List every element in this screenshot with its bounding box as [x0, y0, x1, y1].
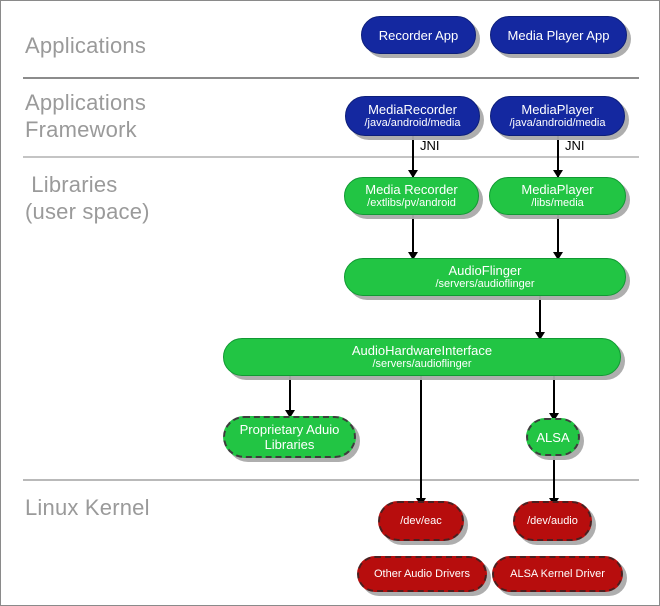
tier-label-applications: Applications	[25, 33, 147, 58]
node-proprietary-audio-libraries-title: Proprietary Aduio	[239, 422, 340, 437]
arrowhead-audioflinger-audiohardwareinterface	[535, 332, 545, 340]
divider-linux-kernel	[23, 479, 639, 481]
connector-audiohw-proprietary	[289, 376, 291, 414]
tier-label-applications-framework: Applications Framework	[25, 90, 147, 142]
node-media-player-app-title: Media Player App	[507, 27, 610, 43]
tier-label-libraries: Libraries (user space)	[25, 172, 150, 224]
node-dev-eac-title: /dev/eac	[400, 514, 442, 527]
node-audioflinger-path: /servers/audioflinger	[435, 278, 535, 290]
node-dev-audio-title: /dev/audio	[527, 514, 578, 527]
node-proprietary-audio-libraries[interactable]: Proprietary Aduio Libraries	[223, 416, 356, 458]
node-recorder-app-title: Recorder App	[378, 27, 459, 43]
connector-mediarecorder-jni	[412, 136, 414, 178]
node-media-player-app[interactable]: Media Player App	[490, 16, 627, 54]
node-proprietary-audio-libraries-line2: Libraries	[264, 437, 315, 452]
node-audiohardwareinterface-path: /servers/audioflinger	[372, 358, 472, 370]
node-dev-eac[interactable]: /dev/eac	[378, 501, 464, 541]
node-audiohardwareinterface-title: AudioHardwareInterface	[351, 343, 493, 358]
arrowhead-mediaplayer-jni	[553, 170, 563, 178]
connector-label-jni-right: JNI	[565, 138, 585, 153]
connector-mediaplayer-jni	[557, 136, 559, 178]
tier-label-linux-kernel: Linux Kernel	[25, 495, 150, 520]
node-media-recorder-library-path: /extlibs/pv/android	[367, 197, 456, 209]
node-mediaplayer-framework-title: MediaPlayer	[521, 102, 594, 117]
node-other-audio-drivers-title: Other Audio Drivers	[374, 567, 470, 580]
node-alsa-kernel-driver-title: ALSA Kernel Driver	[510, 567, 605, 580]
divider-applications-framework	[23, 156, 639, 158]
node-mediarecorder-framework[interactable]: MediaRecorder /java/android/media	[345, 96, 480, 136]
connector-audiohw-alsa	[553, 376, 555, 418]
connector-audiohw-deveac	[420, 376, 422, 502]
arrowhead-mediarecorder-jni	[408, 170, 418, 178]
node-alsa-title: ALSA	[536, 429, 570, 445]
node-audiohardwareinterface[interactable]: AudioHardwareInterface /servers/audiofli…	[223, 338, 621, 376]
node-audioflinger-title: AudioFlinger	[448, 263, 522, 278]
node-mediaplayer-library-title: MediaPlayer	[521, 182, 594, 197]
node-recorder-app[interactable]: Recorder App	[361, 16, 476, 54]
connector-alsa-devaudio	[553, 456, 555, 502]
node-mediaplayer-framework-path: /java/android/media	[509, 117, 606, 129]
node-audioflinger[interactable]: AudioFlinger /servers/audioflinger	[344, 258, 626, 296]
node-mediaplayer-library[interactable]: MediaPlayer /libs/media	[489, 177, 626, 215]
node-media-recorder-library-title: Media Recorder	[365, 182, 458, 197]
node-alsa-kernel-driver[interactable]: ALSA Kernel Driver	[492, 556, 623, 592]
node-mediarecorder-framework-path: /java/android/media	[364, 117, 461, 129]
arrowhead-mediarecorderlib-audioflinger	[408, 252, 418, 260]
node-media-recorder-library[interactable]: Media Recorder /extlibs/pv/android	[344, 177, 479, 215]
node-other-audio-drivers[interactable]: Other Audio Drivers	[357, 556, 487, 592]
connector-mediaplayerlib-audioflinger	[557, 215, 559, 255]
arrowhead-audiohw-alsa	[549, 413, 559, 421]
arrowhead-mediaplayerlib-audioflinger	[553, 252, 563, 260]
node-mediarecorder-framework-title: MediaRecorder	[368, 102, 457, 117]
node-mediaplayer-library-path: /libs/media	[531, 197, 584, 209]
node-alsa[interactable]: ALSA	[526, 418, 580, 456]
connector-audioflinger-audiohardwareinterface	[539, 296, 541, 336]
divider-applications	[23, 77, 639, 79]
node-mediaplayer-framework[interactable]: MediaPlayer /java/android/media	[490, 96, 625, 136]
node-dev-audio[interactable]: /dev/audio	[513, 501, 592, 541]
arrowhead-audiohw-proprietary	[285, 410, 295, 418]
connector-label-jni-left: JNI	[420, 138, 440, 153]
connector-mediarecorderlib-audioflinger	[412, 215, 414, 255]
